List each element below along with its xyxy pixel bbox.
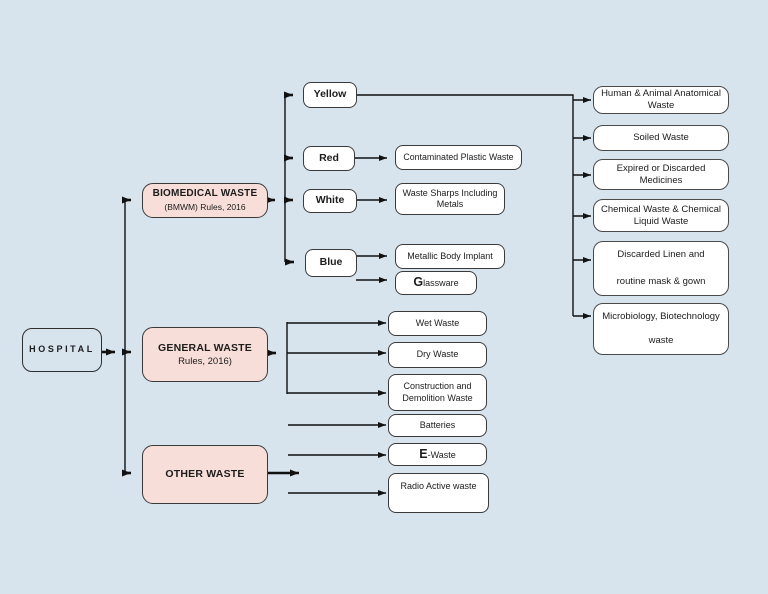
node-batteries: Batteries bbox=[388, 414, 487, 437]
expired-line1: Expired or Discarded bbox=[616, 162, 706, 174]
linen-line2: routine mask & gown bbox=[616, 276, 706, 288]
human-line2: Waste bbox=[647, 100, 675, 111]
node-construction-demolition-waste: Construction and Demolition Waste bbox=[388, 374, 487, 411]
red-label: Red bbox=[319, 151, 339, 164]
glassware-rest: lassware bbox=[423, 278, 459, 289]
radio-label: Radio Active waste bbox=[400, 481, 477, 491]
node-expired-discarded-medicines: Expired or Discarded Medicines bbox=[593, 159, 729, 190]
node-microbiology-biotechnology-waste: Microbiology, Biotechnology waste bbox=[593, 303, 729, 355]
general-title: GENERAL WASTE bbox=[158, 341, 252, 354]
node-general-waste: GENERAL WASTE Rules, 2016) bbox=[142, 327, 268, 382]
node-chemical-waste: Chemical Waste & Chemical Liquid Waste bbox=[593, 199, 729, 232]
node-color-white: White bbox=[303, 189, 357, 213]
construction-line1: Construction and bbox=[403, 381, 472, 392]
ewaste-lead: E bbox=[419, 446, 428, 461]
ewaste-label: E-Waste bbox=[419, 447, 456, 463]
node-glassware: Glassware bbox=[395, 271, 477, 295]
node-contaminated-plastic-waste: Contaminated Plastic Waste bbox=[395, 145, 522, 170]
node-discarded-linen-mask-gown: Discarded Linen and routine mask & gown bbox=[593, 241, 729, 296]
sharps-line2: Metals bbox=[436, 199, 464, 209]
node-human-animal-anatomical-waste: Human & Animal Anatomical Waste bbox=[593, 86, 729, 114]
blue-label: Blue bbox=[319, 256, 343, 269]
wet-label: Wet Waste bbox=[415, 317, 460, 328]
node-soiled-waste: Soiled Waste bbox=[593, 125, 729, 151]
human-line1: Human & Animal Anatomical bbox=[601, 88, 721, 100]
chemical-line1: Chemical Waste & Chemical bbox=[600, 203, 722, 215]
dry-label: Dry Waste bbox=[416, 349, 459, 360]
node-biomedical-waste: BIOMEDICAL WASTE (BMWM) Rules, 2016 bbox=[142, 183, 268, 218]
node-dry-waste: Dry Waste bbox=[388, 342, 487, 368]
ewaste-rest: -Waste bbox=[427, 449, 456, 460]
expired-line2: Medicines bbox=[639, 174, 683, 186]
glassware-lead: G bbox=[413, 275, 424, 290]
soiled-label: Soiled Waste bbox=[633, 132, 689, 144]
hospital-label: HOSPITAL bbox=[29, 344, 95, 355]
construction-line2: Demolition Waste bbox=[402, 392, 473, 403]
biomedical-title: BIOMEDICAL WASTE bbox=[152, 188, 258, 200]
node-color-blue: Blue bbox=[305, 249, 357, 277]
node-color-red: Red bbox=[303, 146, 355, 171]
other-title: OTHER WASTE bbox=[165, 467, 245, 480]
glassware-label: Glassware bbox=[413, 275, 458, 291]
node-waste-sharps: Waste Sharps Including Metals bbox=[395, 183, 505, 215]
node-color-yellow: Yellow bbox=[303, 82, 357, 108]
node-hospital: HOSPITAL bbox=[22, 328, 102, 372]
node-radio-active-waste: Radio Active waste bbox=[388, 473, 489, 513]
white-label: White bbox=[315, 194, 345, 207]
sharps-line1: Waste Sharps Including bbox=[402, 187, 498, 198]
contaminated-label: Contaminated Plastic Waste bbox=[403, 152, 514, 162]
micro-line1: Microbiology, Biotechnology bbox=[602, 311, 720, 322]
linen-line1: Discarded Linen and bbox=[617, 249, 705, 260]
general-subtitle: Rules, 2016) bbox=[178, 355, 232, 367]
yellow-label: Yellow bbox=[313, 88, 347, 101]
node-metallic-body-implant: Metallic Body Implant bbox=[395, 244, 505, 269]
node-e-waste: E-Waste bbox=[388, 443, 487, 466]
chemical-line2: Liquid Waste bbox=[633, 215, 689, 227]
batteries-label: Batteries bbox=[419, 419, 456, 430]
biomedical-subtitle: (BMWM) Rules, 2016 bbox=[164, 201, 246, 212]
node-other-waste: OTHER WASTE bbox=[142, 445, 268, 504]
node-wet-waste: Wet Waste bbox=[388, 311, 487, 336]
metallic-label: Metallic Body Implant bbox=[407, 250, 493, 261]
micro-line2: waste bbox=[648, 335, 674, 347]
